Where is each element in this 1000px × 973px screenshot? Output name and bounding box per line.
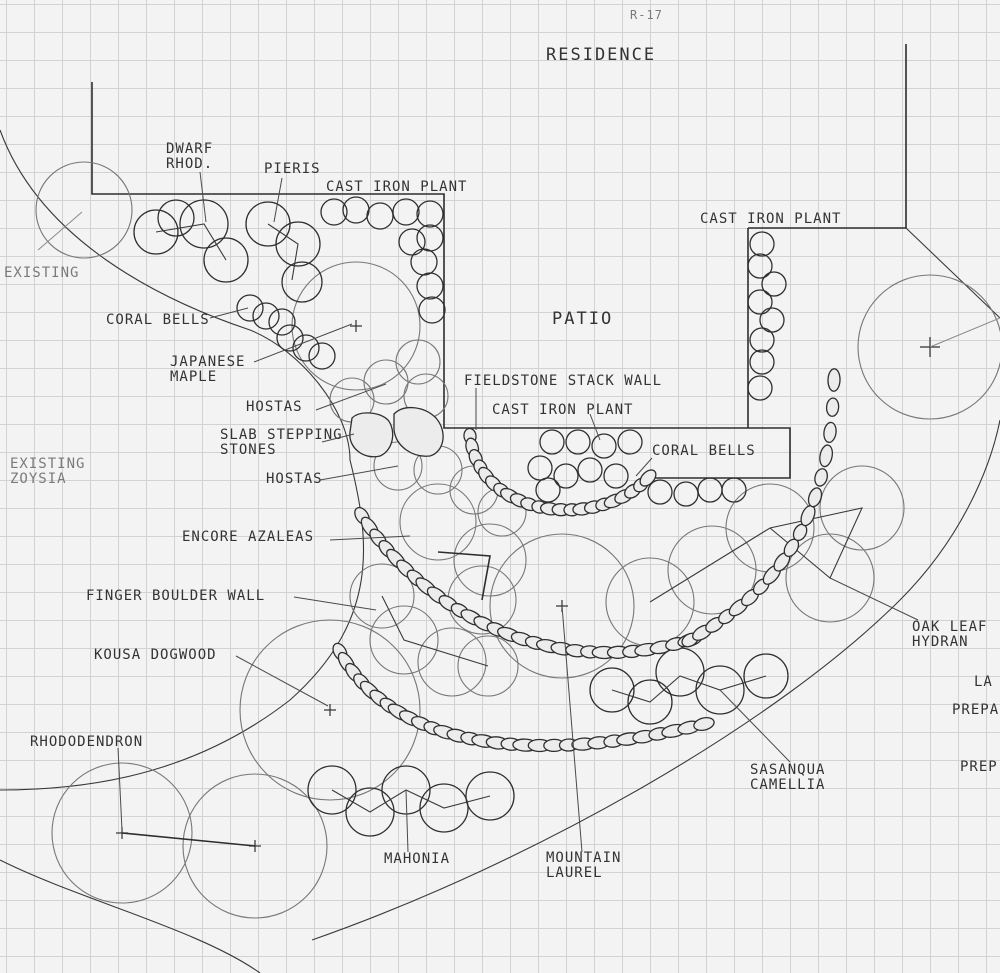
existing-zoysia-label: Existing Zoysia [10, 456, 86, 487]
cast-iron-plant-mid-group [527, 429, 643, 503]
wall-stone [639, 469, 657, 487]
cut-label-la: La [974, 674, 993, 690]
cast-iron-plant-top-group [320, 196, 446, 324]
coral-bells-left-group [236, 294, 336, 370]
coral-bells-right-group [647, 477, 747, 507]
cut-label-prep: Prep [960, 759, 998, 775]
coral-bells-left-label: Coral Bells [106, 312, 210, 328]
cast-iron-plant-right-label: Cast Iron Plant [700, 211, 842, 227]
rhododendron-group [51, 762, 328, 919]
finger-boulder-wall-right [681, 368, 841, 648]
oak-leaf-hydrangea-group [605, 465, 905, 647]
dwarf-rhod-label: Dwarf Rhod. [166, 141, 214, 172]
mountain-laurel-canopy [489, 533, 635, 679]
bed-edge-bottom-left [0, 859, 261, 973]
bed-edge-left [0, 129, 365, 791]
bed-edge-outer [311, 419, 1000, 941]
encore-azaleas-group [349, 483, 527, 697]
oak-leaf-hydrangea-label: Oak Leaf Hydran [912, 619, 988, 650]
cast-iron-plant-top-label: Cast Iron Plant [326, 179, 468, 195]
slab-stepping-stones-label: Slab Stepping Stones [220, 427, 343, 458]
residence-label: Residence [546, 45, 657, 65]
japanese-maple-label: Japanese Maple [170, 354, 246, 385]
fieldstone-stack-wall-label: Fieldstone Stack Wall [464, 373, 663, 389]
hostas-upper-label: Hostas [246, 399, 303, 415]
wall-stone [814, 468, 828, 487]
corner-mark: R-17 [630, 8, 663, 22]
existing-label: Existing [4, 265, 80, 281]
wall-stone [693, 717, 715, 731]
cast-iron-plant-right-group [747, 231, 787, 401]
kousa-dogwood-label: Kousa Dogwood [94, 647, 217, 663]
existing-tree-top-left [35, 161, 133, 259]
finger-boulder-wall-upper [354, 506, 703, 660]
wall-stone [825, 397, 840, 417]
sasanqua-camellia-group [589, 647, 789, 725]
rhododendron-label: Rhododendron [30, 734, 144, 750]
sasanqua-camellia-label: Sasanqua Camellia [750, 762, 826, 793]
cut-label-prepa: Prepa [952, 702, 1000, 718]
kousa-dogwood-canopy [239, 619, 421, 801]
encore-azaleas-label: Encore Azaleas [182, 529, 315, 545]
pieris-label: Pieris [264, 161, 321, 177]
existing-tree-right [857, 274, 1000, 420]
finger-boulder-wall-label: Finger Boulder Wall [86, 588, 266, 604]
dwarf-rhod-group [133, 199, 249, 283]
residence-wall-right [748, 44, 907, 229]
residence-diagonal [905, 227, 1000, 319]
slab-stepping-stones [349, 407, 444, 458]
pieris-group [245, 201, 323, 303]
residence-wall [91, 82, 791, 479]
fieldstone-stack-wall [463, 427, 657, 517]
wall-stone [819, 444, 834, 468]
finger-boulder-wall-lower [332, 642, 715, 753]
japanese-maple-canopy [291, 261, 421, 391]
mountain-laurel-label: Mountain Laurel [546, 850, 622, 881]
wall-stone [823, 421, 837, 443]
patio-label: Patio [552, 309, 614, 329]
hostas-lower-label: Hostas [266, 471, 323, 487]
mahonia-label: Mahonia [384, 851, 451, 867]
mahonia-group [307, 765, 515, 837]
coral-bells-right-label: Coral Bells [652, 443, 756, 459]
wall-stone [807, 487, 823, 508]
leader-lines [117, 171, 919, 853]
cast-iron-plant-mid-label: Cast Iron Plant [492, 402, 634, 418]
wall-stone [827, 368, 841, 392]
